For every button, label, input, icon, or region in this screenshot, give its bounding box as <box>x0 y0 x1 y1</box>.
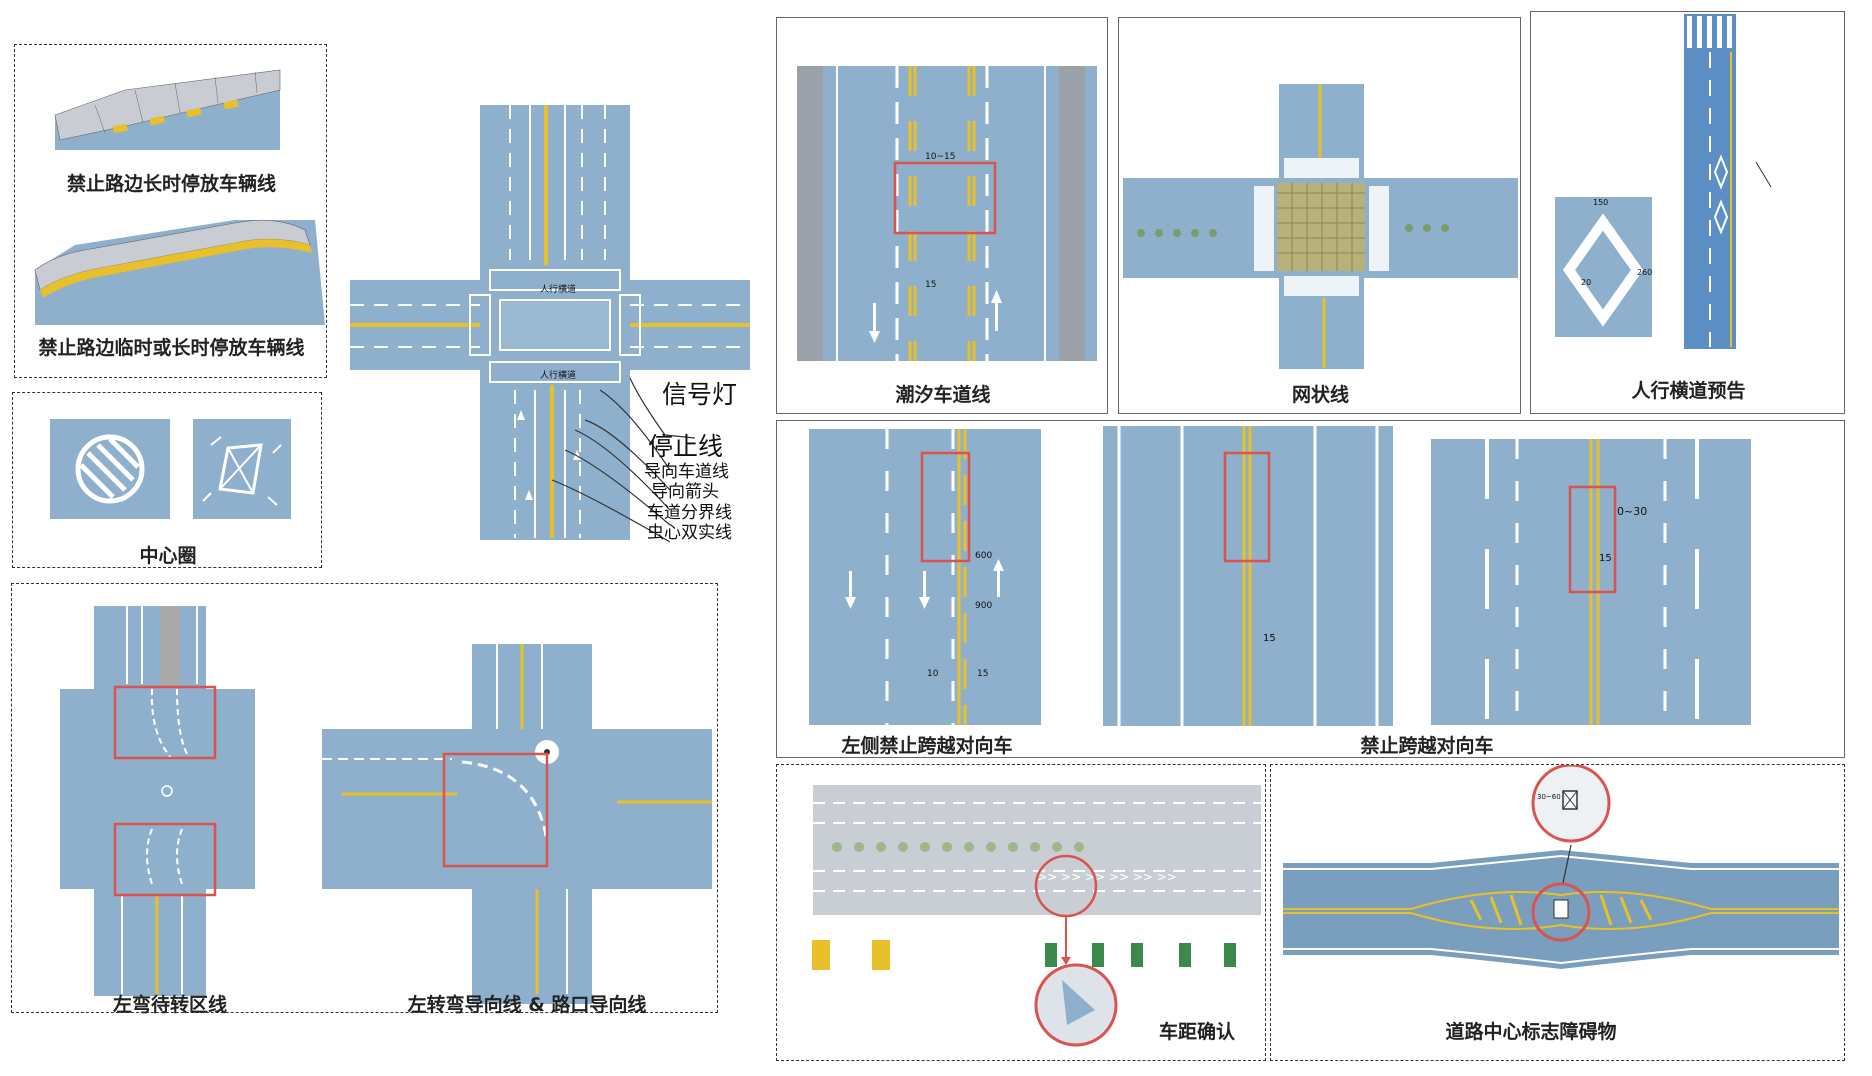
dim-tidal-gap: 10~15 <box>925 152 956 162</box>
label-guide-arrow: 导向箭头 <box>651 482 719 502</box>
distance-confirm-svg: >> >> >> >> >> >> <box>812 785 1261 1047</box>
panel-crosswalk-warning: 150 260 20 人行横道预告 <box>1530 11 1845 414</box>
panel-left-turn: 左弯待转区线 左转弯导向线 & 路口导向线 <box>11 583 718 1016</box>
caption-no-crossing: 禁止跨越对向车 <box>1360 735 1494 757</box>
caption-no-parking: 禁止路边临时或长时停放车辆线 <box>38 337 305 359</box>
label-lane-boundary: 车道分界线 <box>647 503 732 523</box>
dim-left-10: 10 <box>927 669 939 679</box>
label-crosswalk-bottom: 人行横道 <box>540 371 577 381</box>
caption-left-no-crossing: 左侧禁止跨越对向车 <box>841 735 1013 757</box>
caption-tidal-lane: 潮汐车道线 <box>895 384 991 406</box>
panel-no-crossing: 600 900 10 15 15 0~30 15 左侧禁止跨越对向车 禁止跨越对… <box>776 420 1845 758</box>
dim-nc-gap: 0~30 <box>1617 505 1648 518</box>
tidal-lane-svg <box>797 66 1097 361</box>
center-circle-illustration <box>50 419 291 519</box>
caption-grid-line: 网状线 <box>1291 384 1349 406</box>
caption-center-circle: 中心圈 <box>139 545 197 567</box>
panel-center-circle: 中心圈 <box>12 392 322 568</box>
parking-illustration <box>34 69 325 325</box>
label-guide-lane-line: 导向车道线 <box>644 462 729 482</box>
panel-grid-line: 网状线 <box>1118 17 1521 414</box>
intersection-diagram: 人行横道 人行横道 信号灯 停止线 导向车道线 导向箭头 车道分界线 虫心双实线 <box>340 100 760 545</box>
dim-crosswalk-inner: 20 <box>1581 278 1592 287</box>
dim-nc-15: 15 <box>1263 633 1276 644</box>
panel-tidal-lane: 10~15 15 潮汐车道线 <box>776 17 1108 414</box>
caption-no-long-parking: 禁止路边长时停放车辆线 <box>66 173 276 195</box>
caption-crosswalk-warning: 人行横道预告 <box>1631 380 1746 402</box>
crosswalk-warning-svg <box>1555 14 1772 349</box>
left-turn-illustration <box>60 606 712 1004</box>
no-crossing-svg <box>809 426 1751 726</box>
panel-parking-lines: 禁止路边长时停放车辆线 禁止路边临时或长时停放车辆线 <box>14 44 327 378</box>
caption-center-obstacle: 道路中心标志障碍物 <box>1445 1021 1617 1043</box>
dim-left-600: 600 <box>975 551 993 561</box>
dim-left-900: 900 <box>975 601 993 611</box>
dim-crosswalk-h: 260 <box>1637 268 1653 277</box>
dim-left-15: 15 <box>977 669 989 679</box>
panel-distance-confirm: >> >> >> >> >> >> 车距确认 <box>776 764 1266 1061</box>
dim-crosswalk-len: 150 <box>1593 198 1609 207</box>
caption-left-turn-waiting: 左弯待转区线 <box>112 994 227 1016</box>
label-stop-line: 停止线 <box>648 432 724 461</box>
svg-text:>> >> >> >> >> >>: >> >> >> >> >> >> <box>1037 870 1177 884</box>
dim-tidal-width: 15 <box>925 280 937 290</box>
caption-left-turn-guide: 左转弯导向线 & 路口导向线 <box>407 994 647 1016</box>
intersection-svg <box>350 105 750 543</box>
grid-line-svg <box>1123 84 1518 369</box>
center-obstacle-svg <box>1283 765 1839 969</box>
label-crosswalk-top: 人行横道 <box>540 285 577 295</box>
label-signal-light: 信号灯 <box>662 380 738 409</box>
caption-distance-confirm: 车距确认 <box>1158 1021 1235 1043</box>
dim-obstacle: 30~60 <box>1537 793 1561 801</box>
dim-nc-15b: 15 <box>1599 553 1612 564</box>
panel-center-obstacle: 30~60 道路中心标志障碍物 <box>1270 764 1845 1061</box>
label-double-center-line: 虫心双实线 <box>647 523 732 543</box>
